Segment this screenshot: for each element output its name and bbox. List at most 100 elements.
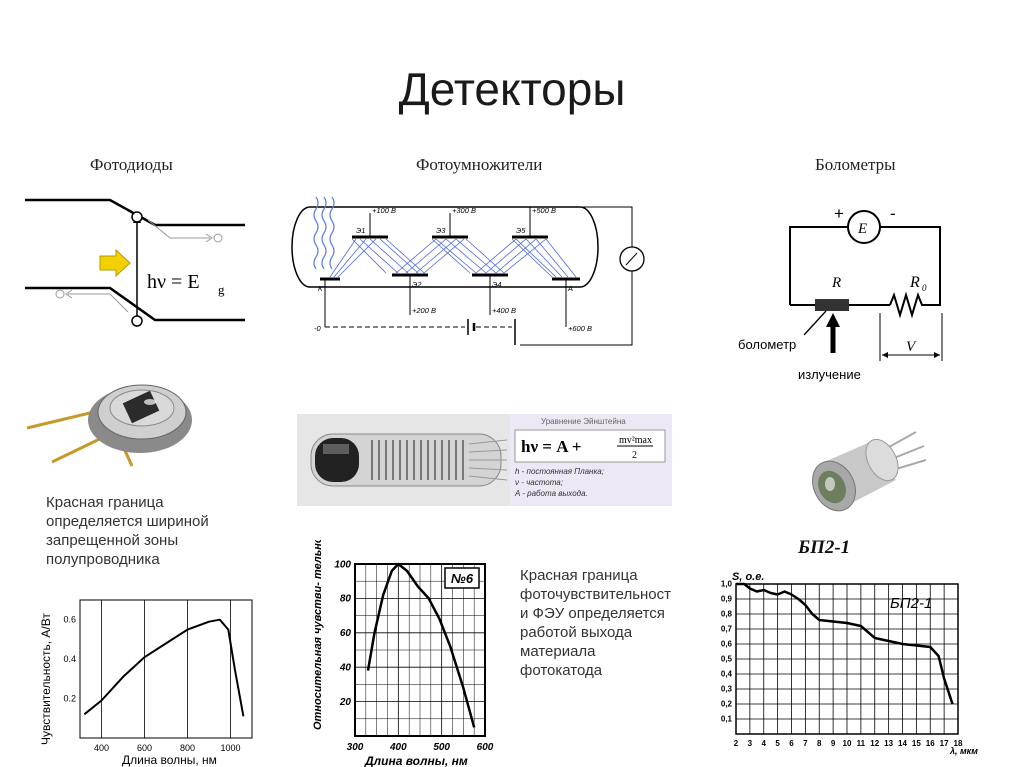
note-line: материала xyxy=(520,643,596,660)
photodiode-note: Красная граница определяется шириной зап… xyxy=(46,493,209,569)
resistor-icon xyxy=(889,291,926,319)
pmt-note: Красная граница фоточувствительност и ФЭ… xyxy=(520,566,671,680)
pmt-photo: Уравнение Эйнштейна hν = A + mv²max 2 h … xyxy=(297,414,672,506)
x-tick-label: 3 xyxy=(748,739,753,748)
radiation-label: излучение xyxy=(798,367,861,382)
y-tick-label: 0,3 xyxy=(721,685,733,694)
photodiode-photo xyxy=(26,384,192,467)
note-line: запрещенной зоны xyxy=(46,532,179,549)
note-line: Красная граница xyxy=(46,494,164,511)
source-icon xyxy=(847,210,881,244)
x-tick-label: 11 xyxy=(857,739,866,748)
x-tick-label: 16 xyxy=(926,739,935,748)
x-tick-label: 14 xyxy=(898,739,907,748)
legend-label: №6 xyxy=(451,571,474,586)
bolometer-photo xyxy=(812,431,927,512)
y-tick-label: 0,1 xyxy=(721,715,733,724)
x-tick-label: 300 xyxy=(347,742,364,753)
equation-main: hν = A + xyxy=(521,437,582,456)
bolometer-element-icon xyxy=(815,299,849,311)
y-tick-label: 0,7 xyxy=(721,625,733,634)
x-tick-label: 17 xyxy=(940,739,949,748)
dynode-label: Э3 xyxy=(436,226,446,235)
voltage-label: +500 В xyxy=(532,206,556,215)
formula-subscript: g xyxy=(218,282,225,297)
equation-def: A - работа выхода. xyxy=(514,489,588,498)
plus-label: + xyxy=(834,204,844,223)
x-tick-label: 9 xyxy=(831,739,836,748)
voltage-label: +400 В xyxy=(492,306,516,315)
radiation-arrow-icon xyxy=(826,313,840,327)
voltage-label: +200 В xyxy=(412,306,436,315)
y-tick-label: 20 xyxy=(339,697,352,708)
voltage-label: +300 В xyxy=(452,206,476,215)
y-tick-label: 100 xyxy=(334,559,351,570)
x-tick-label: 15 xyxy=(912,739,921,748)
note-line: фотокатода xyxy=(520,662,603,679)
y-tick-label: 0,2 xyxy=(721,700,733,709)
dynode-label: Э1 xyxy=(356,226,365,235)
x-tick-label: 600 xyxy=(137,743,152,753)
y-axis-label: S, o.e. xyxy=(732,571,764,583)
dynode-label: Э5 xyxy=(516,226,526,235)
x-tick-label: 1000 xyxy=(220,743,240,753)
voltage-label: +600 В xyxy=(568,324,592,333)
pmt-heading: Фотоумножители xyxy=(416,155,543,174)
equation-title: Уравнение Эйнштейна xyxy=(541,417,626,426)
x-tick-label: 12 xyxy=(870,739,879,748)
page-title: Детекторы xyxy=(398,63,626,115)
x-axis-label: λ, мкм xyxy=(949,746,978,756)
note-line: определяется шириной xyxy=(46,513,209,530)
y-tick-label: 0,5 xyxy=(721,655,733,664)
electron-icon xyxy=(131,211,143,223)
cathode-label: К xyxy=(318,284,323,293)
equation-def: h - постоянная Планка; xyxy=(515,467,604,476)
equation-def: ν - частота; xyxy=(515,478,563,487)
y-tick-label: 1,0 xyxy=(721,580,733,589)
x-tick-label: 5 xyxy=(775,739,780,748)
y-tick-label: 0,4 xyxy=(721,670,733,679)
formula: hν = E xyxy=(147,271,200,293)
x-tick-label: 18 xyxy=(954,739,963,748)
x-tick-label: 500 xyxy=(433,742,450,753)
dynode-label: Э4 xyxy=(492,280,501,289)
y-tick-label: 0.6 xyxy=(63,615,76,625)
voltage-label: +100 В xyxy=(372,206,396,215)
y-tick-label: 0,8 xyxy=(721,610,733,619)
bolometers-heading: Болометры xyxy=(815,155,896,174)
x-tick-label: 4 xyxy=(762,739,767,748)
x-axis-label: Длина волны, нм xyxy=(122,753,217,767)
x-tick-label: 7 xyxy=(803,739,808,748)
x-axis-label: Длина волны, нм xyxy=(364,754,468,767)
bolometer-chart-title: БП2-1 xyxy=(798,537,851,558)
series-line xyxy=(736,582,954,705)
x-tick-label: 6 xyxy=(789,739,794,748)
x-tick-label: 10 xyxy=(843,739,852,748)
legend-label: БП2-1 xyxy=(890,595,932,612)
y-tick-label: 0,9 xyxy=(721,595,733,604)
y-axis-label: Относительная чувстви- тельность фотокат… xyxy=(312,540,324,730)
note-line: и ФЭУ определяется xyxy=(520,605,665,622)
note-line: полупроводника xyxy=(46,551,160,568)
r0-subscript: 0 xyxy=(922,283,927,293)
legend-box xyxy=(444,567,480,589)
x-tick-label: 8 xyxy=(817,739,822,748)
note-line: фоточувствительност xyxy=(520,586,672,603)
y-tick-label: 0,6 xyxy=(721,640,733,649)
x-tick-label: 400 xyxy=(389,742,407,753)
equation-denominator: 2 xyxy=(632,450,637,461)
pmt-diagram: +100 В +300 В +500 В +200 В +400 В +600 … xyxy=(291,196,645,346)
x-tick-label: 2 xyxy=(734,739,739,748)
bolometer-circuit: E + - R R 0 V болометр излучение xyxy=(738,204,943,382)
note-line: Красная граница xyxy=(520,567,638,584)
y-axis-label: Чувствительность, А/Вт xyxy=(39,613,53,745)
photodiodes-heading: Фотодиоды xyxy=(90,155,173,174)
voltage-label: -0 xyxy=(314,324,321,333)
band-diagram: hν = E g xyxy=(25,198,245,327)
x-tick-label: 600 xyxy=(477,742,494,753)
bolometer-label: болометр xyxy=(738,337,796,352)
y-tick-label: 0.4 xyxy=(63,654,76,664)
voltage-label: V xyxy=(906,339,917,355)
